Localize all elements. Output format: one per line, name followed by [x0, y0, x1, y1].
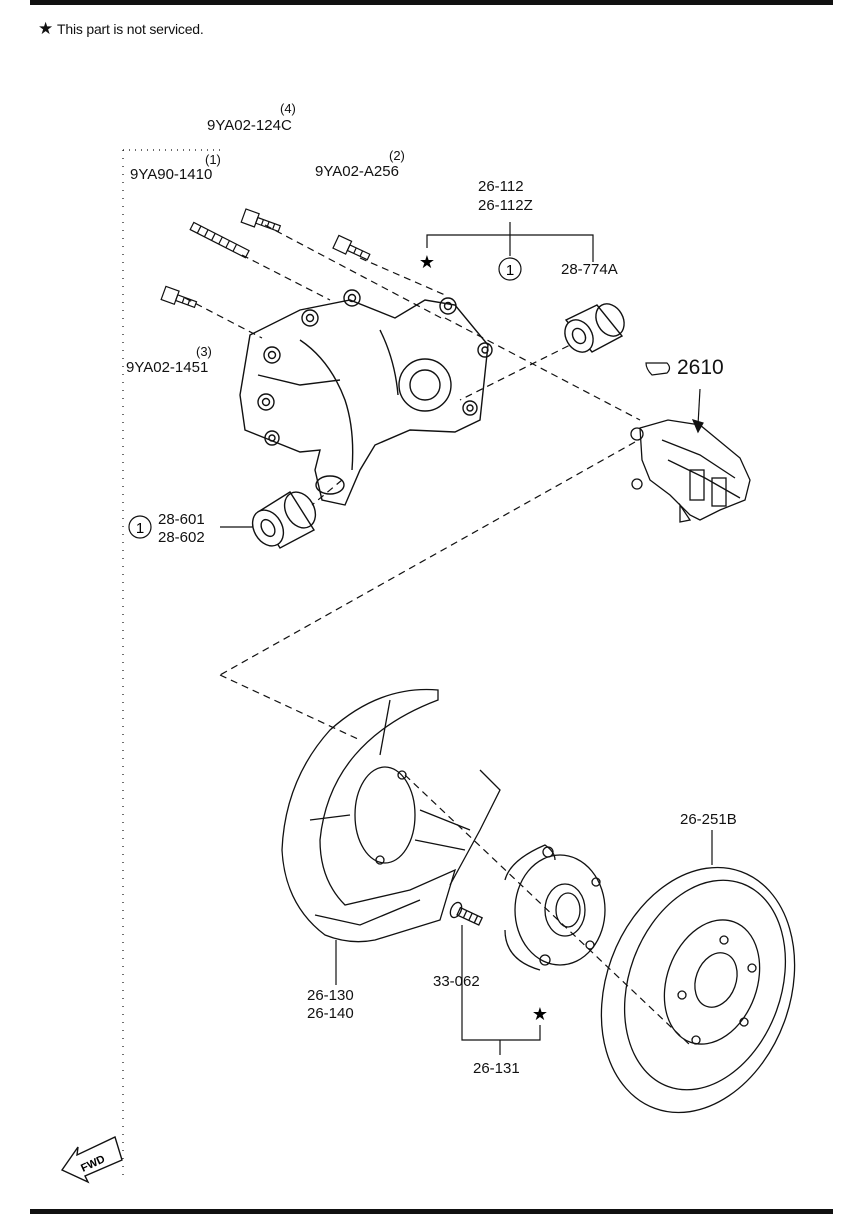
- hand-pointer-icon: [645, 362, 671, 376]
- bolt-1451: [160, 285, 198, 309]
- note-text: This part is not serviced.: [57, 21, 204, 37]
- fwd-arrow-icon: [60, 1136, 123, 1184]
- lower-bushing: [251, 491, 317, 549]
- part-label-26-140: 26-140: [307, 1005, 354, 1022]
- part-label-26-131: 26-131: [473, 1060, 520, 1077]
- bolt-1410: [189, 221, 250, 259]
- part-label-28-601: 28-601: [158, 511, 205, 528]
- ref-label-2610: 2610: [677, 356, 724, 379]
- part-label-28-602: 28-602: [158, 529, 205, 546]
- leader-caliper: [697, 388, 701, 426]
- part-label-26-251b: 26-251B: [680, 811, 737, 828]
- star-icon: ★: [38, 19, 54, 38]
- bolt-a256: [332, 234, 371, 261]
- star-icon-hub: ★: [532, 1004, 548, 1025]
- part-label-26-130: 26-130: [307, 987, 354, 1004]
- part-label-28-774a: 28-774A: [561, 261, 618, 278]
- not-serviced-note: ★This part is not serviced.: [38, 19, 204, 39]
- circle-marker-upper: [498, 257, 522, 281]
- bolt-124c: [240, 208, 282, 233]
- knuckle-drawing: [239, 289, 493, 506]
- assembly-dashed-lines: [184, 224, 691, 1046]
- circle-marker-lower: [128, 515, 152, 539]
- part-label-9ya02-a256: 9YA02-A256: [315, 163, 399, 180]
- circle-1-upper: 1: [506, 262, 514, 279]
- part-label-9ya90-1410: 9YA90-1410: [130, 166, 213, 183]
- part-label-26-112z: 26-112Z: [478, 197, 533, 214]
- part-label-9ya02-124c: 9YA02-124C: [207, 117, 292, 134]
- circle-1-lower: 1: [136, 520, 144, 537]
- qty-label: (1): [205, 152, 221, 167]
- fwd-label: FWD: [79, 1153, 107, 1174]
- qty-label: (3): [196, 344, 212, 359]
- bottom-border: [30, 1209, 833, 1214]
- star-icon-knuckle: ★: [419, 252, 435, 273]
- brake-disc-drawing: [600, 866, 796, 1114]
- qty-label: (2): [389, 148, 405, 163]
- top-border: [30, 0, 833, 5]
- part-label-33-062: 33-062: [433, 973, 480, 990]
- dust-shield-drawing: [281, 688, 501, 943]
- qty-label: (4): [280, 101, 296, 116]
- part-label-26-112: 26-112: [478, 178, 524, 195]
- part-label-9ya02-1451: 9YA02-1451: [126, 359, 209, 376]
- caliper-drawing: [630, 419, 751, 523]
- hub-bolt-drawing: [449, 901, 484, 926]
- hub-drawing: [504, 844, 606, 971]
- caliper-arrow-icon: [691, 419, 704, 434]
- upper-bushing: [564, 303, 625, 353]
